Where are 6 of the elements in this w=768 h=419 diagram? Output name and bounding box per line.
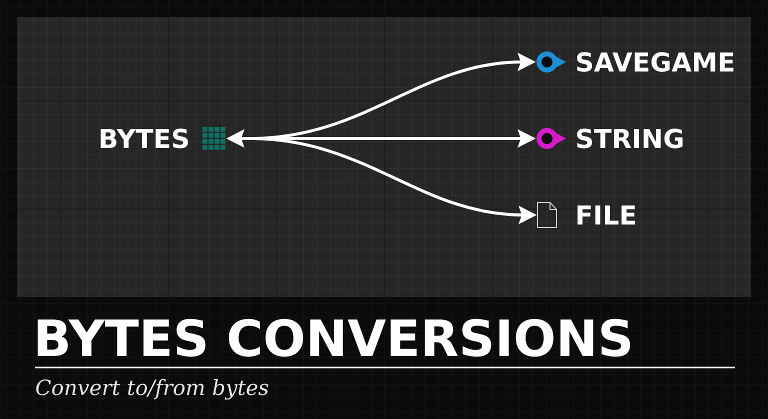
node-label: SAVEGAME — [577, 52, 734, 72]
node-label: FILE — [578, 206, 636, 224]
title: BYTES CONVERSIONS — [38, 318, 630, 357]
node-label: BYTES — [100, 128, 188, 148]
node-label: STRING — [577, 128, 683, 148]
subtitle: Convert to/from bytes — [36, 379, 268, 400]
